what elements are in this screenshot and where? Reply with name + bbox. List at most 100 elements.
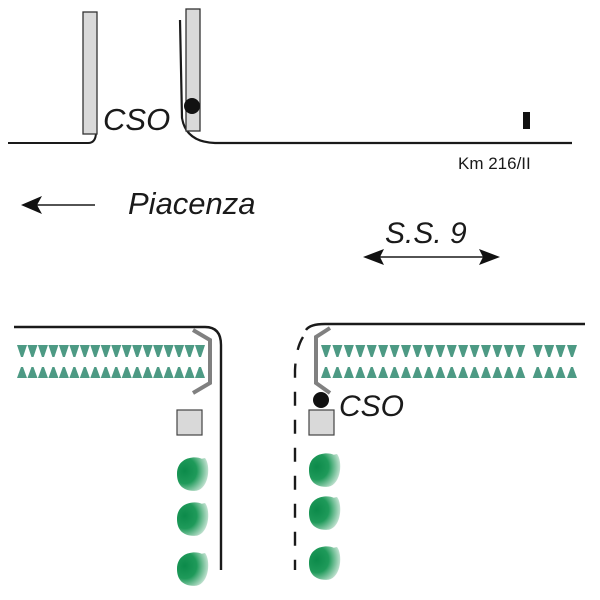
hedge-bottom [90, 367, 101, 378]
road-edge-right-dashed [293, 336, 305, 570]
cso-box-right [308, 409, 335, 436]
trees-left [177, 457, 209, 586]
bottom-left-corner [14, 325, 223, 586]
hedge-top [58, 345, 69, 357]
hedge-bottom [27, 367, 38, 378]
road-label: S.S. 9 [385, 217, 467, 250]
hedge-bottom [515, 367, 526, 378]
arrow-right-icon [479, 249, 500, 265]
hedge-bottom [366, 367, 377, 378]
hedge-bottom [58, 367, 69, 378]
hedge-bottom [458, 367, 469, 378]
km-label: Km 216/II [458, 154, 531, 173]
hedge-bottom [332, 367, 343, 378]
hedge-bottom [343, 367, 354, 378]
hedge-top [90, 345, 101, 357]
hedge-top [555, 345, 566, 357]
hedge-bottom [423, 367, 434, 378]
hedge-top [27, 345, 38, 357]
hedge-top [174, 345, 185, 357]
hedge-bottom [503, 367, 514, 378]
hedge-top [111, 345, 122, 357]
hedge-bottom [142, 367, 153, 378]
road-edge-left-bottom [14, 325, 223, 570]
hedge-bottom [492, 367, 503, 378]
hedge-top [343, 345, 354, 357]
cso-point-top [184, 98, 200, 114]
hedge-top [153, 345, 164, 357]
hedge-top [492, 345, 503, 357]
hedge-top [195, 345, 205, 357]
hedge-top [321, 345, 331, 357]
hedge-top [69, 345, 80, 357]
arrow-left-icon [21, 196, 42, 214]
hedge-top [544, 345, 555, 357]
hedge-top [515, 345, 526, 357]
hedge-bottom [544, 367, 555, 378]
hedge-top [567, 345, 577, 357]
hedge-top [132, 345, 143, 357]
cso-label-top: CSO [103, 102, 170, 137]
hedge-top [435, 345, 446, 357]
hedge-bottom [132, 367, 143, 378]
hedge-bottom [401, 367, 411, 378]
hedge-top [412, 345, 423, 357]
hedge-bottom [378, 367, 389, 378]
hedge-top [48, 345, 59, 357]
hedge-top [163, 345, 174, 357]
hedge-bottom [111, 367, 122, 378]
guardrail-right [314, 326, 332, 395]
road-edge-right-bottom [305, 322, 585, 331]
direction-label: Piacenza [128, 186, 256, 221]
hedge-bottom [48, 367, 59, 378]
hedge-bottom [184, 367, 195, 378]
top-road: CSO Km 216/II [8, 8, 572, 173]
road-edge-right-top [178, 19, 572, 145]
hedge-bottom [174, 367, 185, 378]
road-name-indicator: S.S. 9 [363, 217, 500, 265]
tree-icon [177, 457, 209, 491]
bottom-right-corner: CSO [293, 322, 585, 580]
hedge-bottom [153, 367, 164, 378]
cso-box-left [176, 409, 203, 436]
hedge-top [184, 345, 195, 357]
hedge-bottom [355, 367, 366, 378]
hedge-top [401, 345, 411, 357]
tree-icon [309, 496, 341, 530]
hedge-bottom [555, 367, 566, 378]
hedge-bottom [37, 367, 48, 378]
hedge-top [355, 345, 366, 357]
hedge-bottom [446, 367, 457, 378]
hedge-bottom [69, 367, 80, 378]
hedge-right [321, 345, 577, 378]
cso-label-bottom: CSO [339, 390, 404, 423]
hedge-top [142, 345, 153, 357]
cso-point-bottom [313, 392, 329, 408]
hedge-top [532, 345, 543, 357]
tree-icon [309, 546, 341, 580]
hedge-top [37, 345, 48, 357]
hedge-top [366, 345, 377, 357]
hedge-bottom [17, 367, 27, 378]
hedge-bottom [469, 367, 480, 378]
hedge-bottom [79, 367, 90, 378]
hedge-top [121, 345, 132, 357]
hedge-bottom [389, 367, 400, 378]
direction-indicator: Piacenza [21, 186, 256, 221]
hedge-top [469, 345, 480, 357]
hedge-bottom [121, 367, 132, 378]
hedge-top [378, 345, 389, 357]
km-marker [523, 112, 530, 129]
hedge-top [100, 345, 111, 357]
hedge-bottom [481, 367, 491, 378]
hedge-bottom [321, 367, 331, 378]
hedge-top [423, 345, 434, 357]
trees-right [309, 453, 341, 580]
hedge-bottom [100, 367, 111, 378]
hedge-bottom [435, 367, 446, 378]
hedge-top [389, 345, 400, 357]
arrow-left-icon [363, 249, 384, 265]
tree-icon [309, 453, 341, 487]
hedge-bottom [195, 367, 205, 378]
